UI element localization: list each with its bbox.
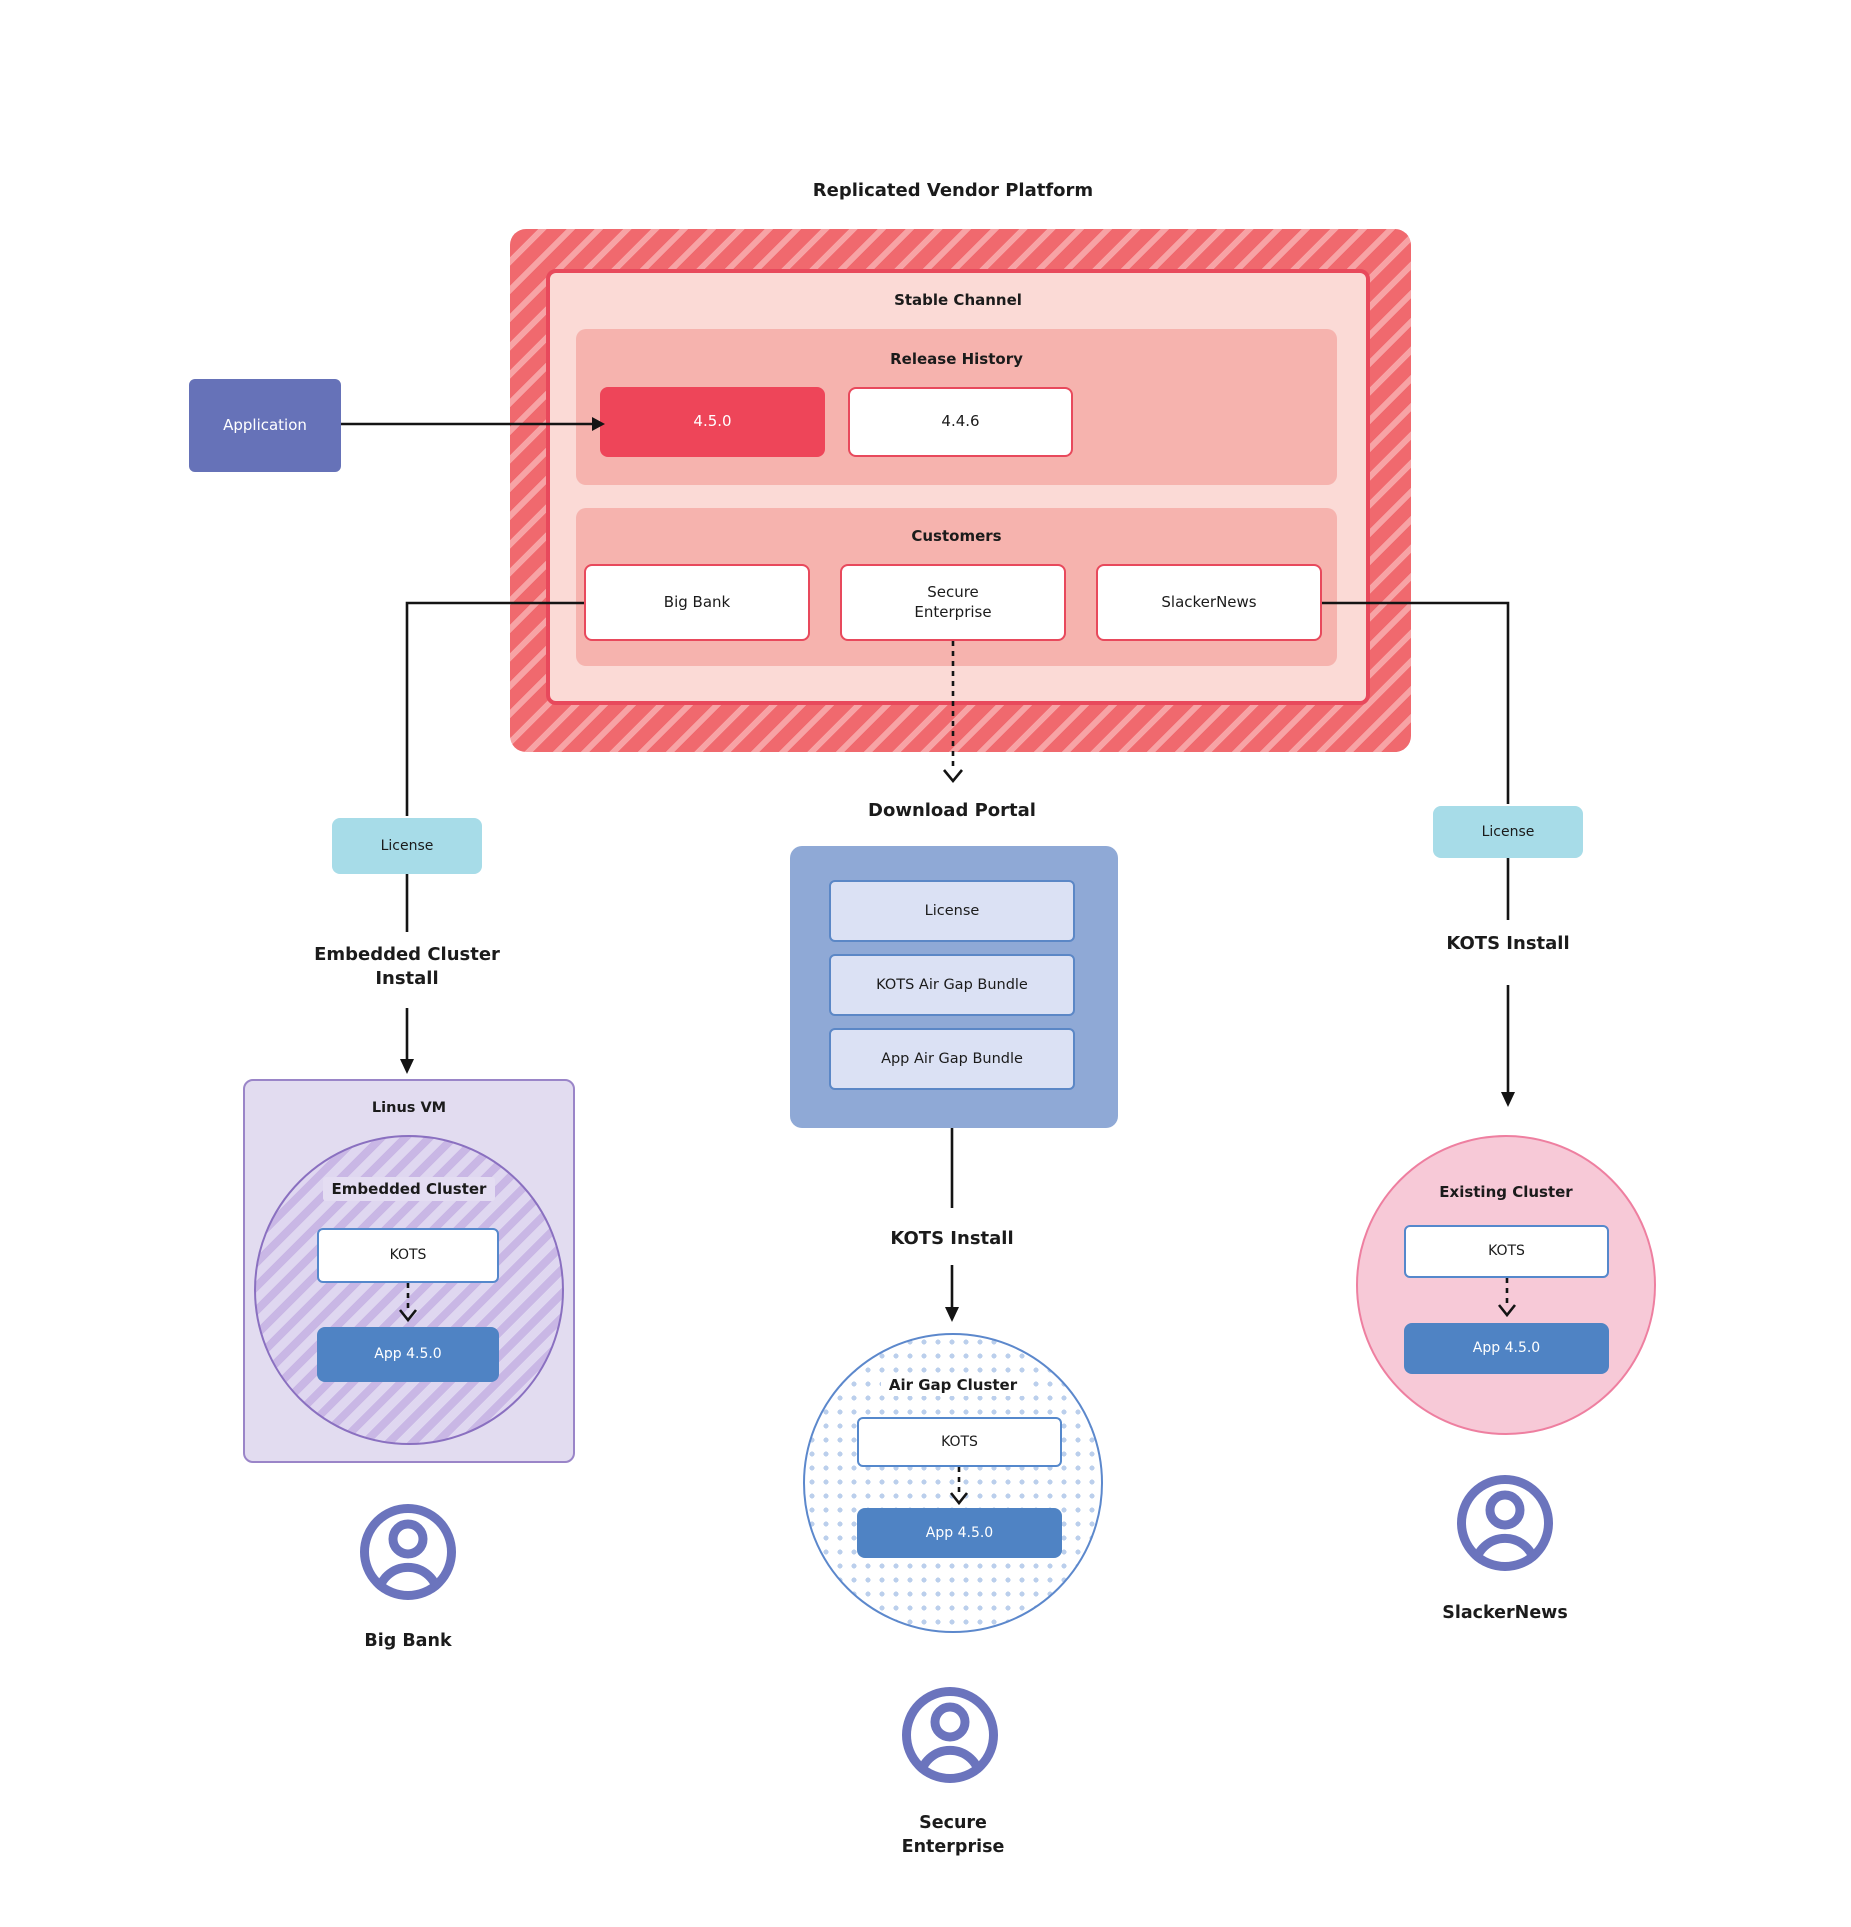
release-history-label: Release History [890, 350, 1023, 368]
embedded-cluster-install-label: Embedded Cluster Install [314, 944, 500, 990]
existing-cluster-label: Existing Cluster [1439, 1183, 1573, 1201]
application-box: Application [189, 379, 341, 472]
customer-slackernews-box: SlackerNews [1096, 564, 1322, 641]
embedded-cluster-label: Embedded Cluster [254, 1177, 564, 1201]
person-icon-slackernews [1453, 1471, 1557, 1575]
kots-box-right: KOTS [1404, 1225, 1609, 1278]
portal-item-license: License [829, 880, 1075, 942]
dashed-arrowhead-portal [942, 769, 964, 784]
release-4-4-6-box: 4.4.6 [848, 387, 1073, 457]
portal-item-kots-air-gap-bundle: KOTS Air Gap Bundle [829, 954, 1075, 1016]
person-label-big-bank: Big Bank [364, 1631, 452, 1651]
stable-channel-label: Stable Channel [894, 291, 1022, 309]
linus-vm-label: Linus VM [371, 1100, 447, 1116]
kots-box-center: KOTS [857, 1417, 1062, 1467]
customer-secure-enterprise-label: Secure Enterprise [914, 583, 992, 621]
customer-big-bank-box: Big Bank [584, 564, 810, 641]
person-icon-big-bank [356, 1500, 460, 1604]
air-gap-cluster-label-text: Air Gap Cluster [880, 1374, 1026, 1396]
customers-label: Customers [911, 527, 1002, 545]
app-box-center: App 4.5.0 [857, 1508, 1062, 1558]
release-4-5-0-box: 4.5.0 [600, 387, 825, 457]
person-icon-secure-enterprise [898, 1683, 1002, 1787]
license-chip-right: License [1433, 806, 1583, 858]
page-title: Replicated Vendor Platform [812, 180, 1094, 201]
license-chip-left: License [332, 818, 482, 874]
person-label-slackernews: SlackerNews [1442, 1603, 1568, 1623]
kots-box-left: KOTS [317, 1228, 499, 1283]
app-box-right: App 4.5.0 [1404, 1323, 1609, 1374]
arrowhead-vm [400, 1059, 414, 1074]
existing-cluster-circle [1356, 1135, 1656, 1435]
portal-item-app-air-gap-bundle: App Air Gap Bundle [829, 1028, 1075, 1090]
embedded-cluster-label-text: Embedded Cluster [322, 1177, 496, 1201]
kots-install-label-right: KOTS Install [1446, 933, 1570, 954]
arrowhead-airgap [945, 1307, 959, 1322]
customer-secure-enterprise-box: Secure Enterprise [840, 564, 1066, 641]
arrowhead-existing [1501, 1092, 1515, 1107]
download-portal-title: Download Portal [868, 800, 1036, 821]
person-label-secure-enterprise: Secure Enterprise [901, 1813, 1005, 1857]
kots-install-label-center: KOTS Install [890, 1228, 1014, 1249]
app-box-left: App 4.5.0 [317, 1327, 499, 1382]
air-gap-cluster-label: Air Gap Cluster [803, 1374, 1103, 1396]
